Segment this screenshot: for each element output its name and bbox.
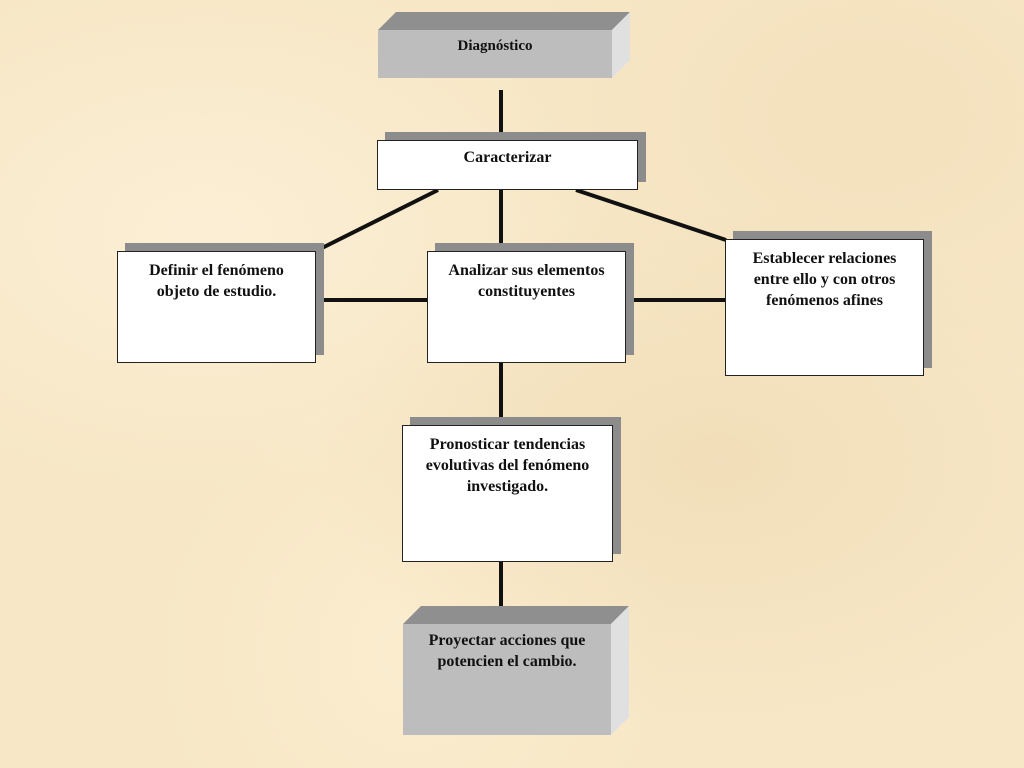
establecer-box: Establecer relaciones entre ello y con o… (725, 239, 924, 376)
proyectar-label: Proyectar acciones que potencien el camb… (428, 632, 586, 670)
caracterizar-label: Caracterizar (463, 149, 552, 166)
caracterizar-box: Caracterizar (377, 140, 638, 190)
definir-box: Definir el fenómeno objeto de estudio. (117, 251, 316, 363)
diagnostico-top-face (378, 12, 630, 30)
analizar-label: Analizar sus elementos constituyentes (448, 262, 605, 300)
proyectar-top-face (403, 606, 629, 624)
definir-label: Definir el fenómeno objeto de estudio. (149, 262, 284, 300)
diagnostico-label: Diagnóstico (457, 38, 533, 54)
connector-caracterizar-establecer (575, 188, 727, 242)
pronosticar-label: Pronosticar tendencias evolutivas del fe… (425, 436, 590, 495)
diagnostico-box: Diagnóstico (378, 12, 630, 78)
proyectar-side-face (611, 606, 629, 735)
analizar-box: Analizar sus elementos constituyentes (427, 251, 626, 363)
diagnostico-side-face (612, 12, 630, 78)
proyectar-box: Proyectar acciones que potencien el camb… (403, 606, 629, 735)
connector-caracterizar-definir (313, 188, 439, 254)
pronosticar-box: Pronosticar tendencias evolutivas del fe… (402, 425, 613, 562)
establecer-label: Establecer relaciones entre ello y con o… (752, 250, 897, 309)
